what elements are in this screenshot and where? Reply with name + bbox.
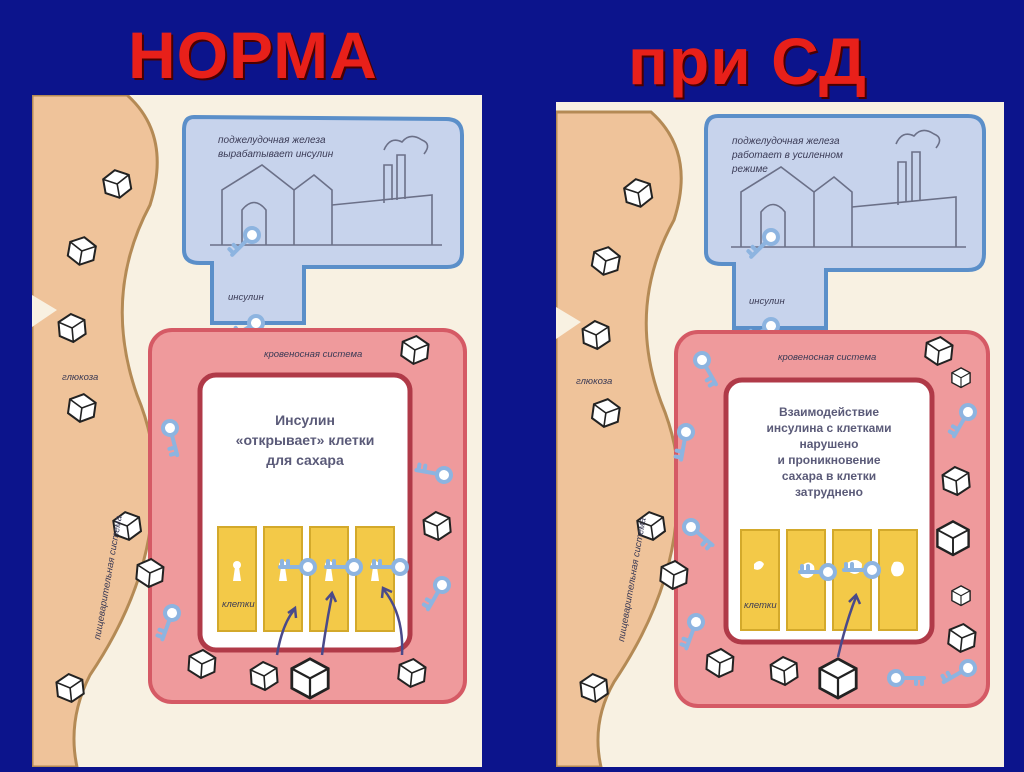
title-diabetes: при СД (628, 24, 867, 98)
center-line-6: затруднено (795, 485, 863, 499)
pancreas-label-1: поджелудочная железа (732, 136, 840, 147)
center-line-2: «открывает» клетки (236, 432, 375, 448)
sugar-cube-icon (936, 520, 970, 557)
cell-door (786, 529, 826, 631)
pancreas-label-2: вырабатывает инсулин (218, 148, 334, 160)
cells-label: клетки (744, 600, 777, 611)
sugar-cube-icon (951, 585, 971, 607)
glucose-label: глюкоза (576, 376, 612, 387)
blood-label: кровеносная система (778, 352, 876, 363)
center-line-1: Инсулин (275, 412, 335, 428)
cell-door (740, 529, 780, 631)
center-line-3: нарушено (799, 437, 858, 451)
sugar-cube-icon (290, 657, 330, 700)
cells-label: клетки (222, 599, 255, 610)
entry-arrows (836, 592, 862, 658)
cell-door (832, 529, 872, 631)
pancreas-label-2: работает в усиленном (731, 149, 843, 161)
digestive-notch (556, 307, 581, 339)
factory-drawing (210, 135, 442, 246)
blood-label: кровеносная система (264, 349, 362, 360)
center-line-4: и проникновение (777, 453, 880, 467)
factory-drawing (731, 129, 966, 248)
cell-door (878, 529, 918, 631)
pancreas-label-3: режиме (731, 164, 768, 175)
diagram-norm: поджелудочная железа вырабатывает инсули… (30, 93, 482, 769)
cell-doors (740, 529, 918, 631)
glucose-label: глюкоза (62, 372, 98, 383)
diagram-diabetes: поджелудочная железа работает в усиленно… (554, 102, 1004, 769)
pancreas-label-1: поджелудочная железа (218, 135, 326, 146)
panel-diabetes: поджелудочная железа работает в усиленно… (554, 102, 1004, 769)
insulin-label: инсулин (749, 296, 785, 307)
center-line-3: для сахара (266, 452, 344, 468)
insulin-label: инсулин (228, 292, 264, 303)
sugar-cube-icon (818, 657, 858, 700)
center-line-5: сахара в клетки (782, 469, 876, 483)
title-norm: НОРМА (128, 18, 378, 92)
digestive-notch (32, 295, 57, 327)
center-line-2: инсулина с клетками (766, 421, 891, 435)
pancreas-cloud (704, 114, 986, 330)
panel-norm: поджелудочная железа вырабатывает инсули… (30, 93, 482, 769)
entry-arrows (275, 586, 404, 656)
sugar-cube-icon (951, 367, 971, 389)
center-line-1: Взаимодействие (779, 405, 879, 419)
